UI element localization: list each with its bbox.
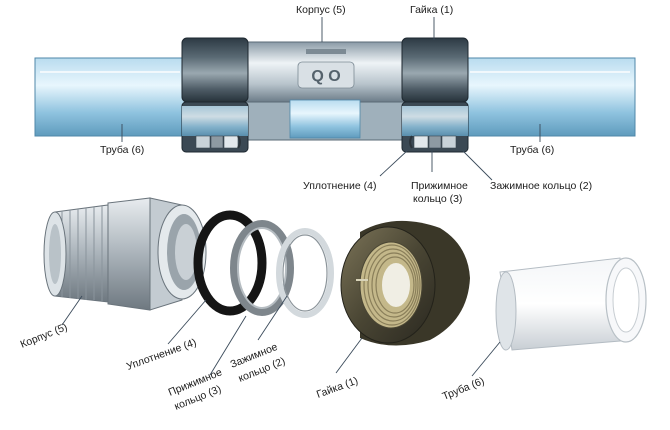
exploded-press-ring [230, 220, 294, 316]
label-press-ring-top-2: кольцо (3) [413, 193, 462, 205]
exploded-nut [340, 220, 470, 346]
label-seal-top: Уплотнение (4) [303, 180, 376, 192]
body-marking-text: Q O [311, 68, 340, 85]
label-body-bottom: Корпус (5) [19, 321, 70, 351]
bottom-leader-lines [61, 295, 501, 377]
nut-right [401, 37, 469, 103]
exploded-clamp-ring [276, 228, 334, 318]
label-body-top: Корпус (5) [296, 4, 346, 16]
label-pipe-left-top: Труба (6) [100, 144, 144, 156]
exploded-body [43, 197, 207, 311]
exploded-view [43, 197, 647, 351]
label-pipe-bottom: Труба (6) [441, 375, 487, 403]
label-nut-top: Гайка (1) [410, 4, 453, 16]
assembled-cutaway: Q O [34, 37, 636, 153]
exploded-pipe [495, 257, 647, 351]
label-nut-bottom: Гайка (1) [315, 375, 360, 401]
label-pipe-right-top: Труба (6) [510, 144, 554, 156]
exploded-seal [193, 210, 267, 316]
cutaway-rings-right [409, 135, 457, 149]
cutaway-rings-left [195, 135, 241, 149]
nut-left [181, 37, 249, 103]
body-inner-bore [289, 99, 361, 139]
top-leader-lines [121, 17, 541, 181]
body-marking: Q O [297, 49, 355, 89]
label-clamp-ring-top: Зажимное кольцо (2) [490, 180, 592, 192]
label-press-ring-top-1: Прижимное [411, 180, 468, 192]
top-labels: Корпус (5) Гайка (1) Труба (6) Труба (6)… [100, 4, 592, 205]
label-seal-bottom: Уплотнение (4) [125, 336, 198, 372]
